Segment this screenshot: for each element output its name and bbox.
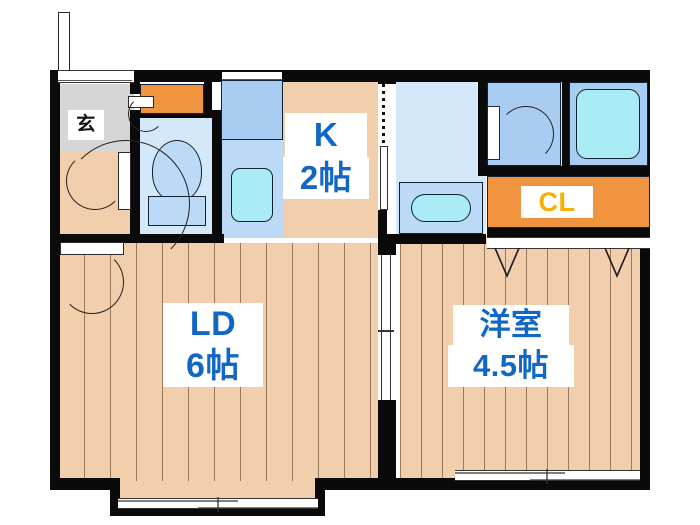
kitchen-window[interactable] xyxy=(222,72,282,80)
wall-kitchen-bottom-stub xyxy=(212,234,224,243)
hall-door-arc xyxy=(66,152,124,210)
wall-bathroom-bottom xyxy=(478,166,650,176)
wall-left xyxy=(50,70,60,490)
washbasin-bowl xyxy=(411,194,471,222)
ld-washitsu-slider-upper[interactable] xyxy=(381,255,391,330)
toilet-door-arc xyxy=(128,96,164,132)
wall-closet-bottom xyxy=(487,228,650,237)
kitchen-sink xyxy=(231,168,273,222)
bay-wall-left xyxy=(110,478,120,516)
wall-bottom-left xyxy=(50,478,120,490)
kitchen-sliding-door-panel[interactable] xyxy=(380,146,388,210)
closet-folding-door-marks xyxy=(494,248,630,278)
wall-top xyxy=(50,70,650,82)
wall-toilet-bottom xyxy=(130,234,222,243)
wall-washroom-left xyxy=(387,70,396,84)
ld-size-label: 6帖 xyxy=(163,345,263,387)
washitsu-size-label: 4.5帖 xyxy=(448,345,574,387)
wall-right xyxy=(640,70,650,490)
ld-label: LD xyxy=(163,303,263,345)
genkan-window xyxy=(58,72,132,81)
washitsu-floor xyxy=(400,235,649,481)
wall-hall-toilet xyxy=(130,110,140,242)
closet-label: CL xyxy=(521,186,593,218)
wall-ld-washitsu-bottom xyxy=(378,400,396,490)
bay-wall-right xyxy=(315,478,325,516)
wall-bottom-right xyxy=(396,478,650,490)
washitsu-window-marks xyxy=(455,469,640,484)
toilet-bowl xyxy=(152,140,202,202)
ld-balcony-window-marks xyxy=(118,497,318,512)
kitchen-counter xyxy=(221,80,283,140)
closet-folding-door-band[interactable] xyxy=(487,237,650,249)
ld-washitsu-slider-lower[interactable] xyxy=(381,330,391,400)
wall-ld-washitsu-top xyxy=(378,243,396,255)
washitsu-label: 洋室 xyxy=(453,305,569,345)
toilet-tank xyxy=(148,196,206,226)
bathtub xyxy=(576,89,640,159)
bathroom-door-arc xyxy=(498,106,554,162)
wall-kitchen-washroom xyxy=(378,70,387,84)
wall-bath-divider xyxy=(562,80,569,168)
kitchen-size-label: 2帖 xyxy=(283,157,369,199)
entrance-door-leaf[interactable] xyxy=(58,12,70,76)
kitchen-sliding-door-track[interactable] xyxy=(382,84,385,146)
wall-toilet-right xyxy=(212,110,222,242)
wall-hall-bottom xyxy=(50,234,132,243)
wall-shoe-right xyxy=(204,70,212,118)
ld-washitsu-slider-marker xyxy=(378,330,394,332)
wall-washroom-bottom xyxy=(387,234,486,244)
wall-washroom-right xyxy=(478,80,487,172)
wall-kitchen-washroom-low xyxy=(378,210,387,243)
ld-entry-door-arc xyxy=(60,250,124,314)
wall-genkan-right xyxy=(130,70,140,94)
genkan-label: 玄 xyxy=(68,110,104,140)
kitchen-label: K xyxy=(285,113,367,157)
